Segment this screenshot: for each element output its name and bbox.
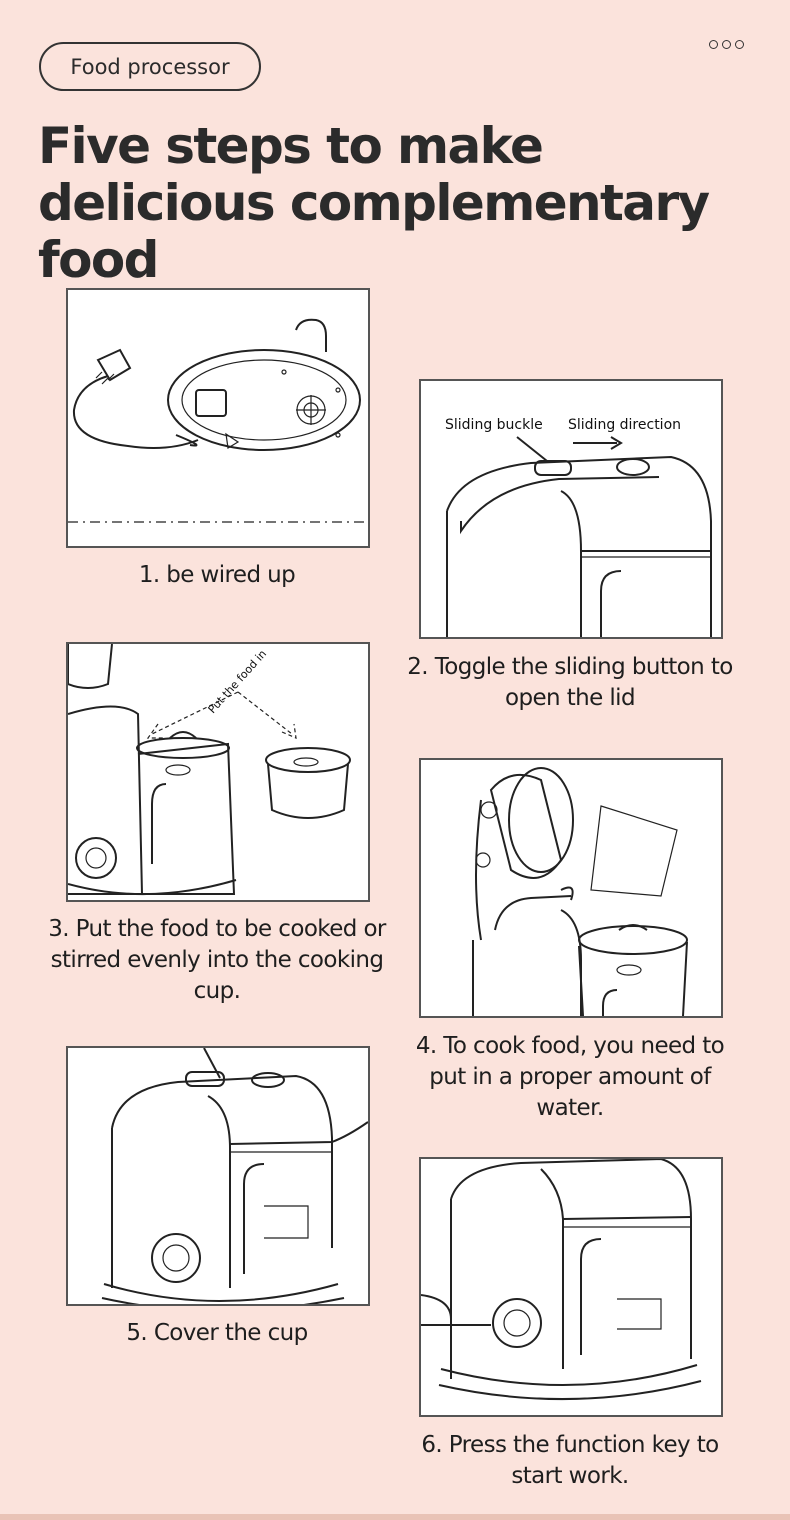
- step-6-illustration: [419, 1157, 723, 1417]
- step-3-illustration: Put the food in: [66, 642, 370, 902]
- category-tag-label: Food processor: [70, 54, 230, 79]
- step-2-illustration: Sliding buckle Sliding direction: [419, 379, 723, 639]
- step-5-caption: 5. Cover the cup: [126, 1320, 308, 1346]
- step-1-illustration: [66, 288, 370, 548]
- page-title: Five steps to make delicious complementa…: [38, 117, 710, 289]
- step-4-illustration: [419, 758, 723, 1018]
- more-options-icon[interactable]: [709, 40, 744, 49]
- put-food-in-label: Put the food in: [206, 647, 270, 716]
- dot: [735, 40, 744, 49]
- step-5-illustration: [66, 1046, 370, 1306]
- category-tag[interactable]: Food processor: [39, 42, 261, 91]
- sliding-direction-label: Sliding direction: [568, 417, 681, 433]
- bottom-divider: [0, 1514, 790, 1520]
- step-6-caption: 6. Press the function key to start work.: [421, 1432, 719, 1489]
- dot: [722, 40, 731, 49]
- step-2-caption: 2. Toggle the sliding button to open the…: [407, 654, 733, 711]
- sliding-buckle-label: Sliding buckle: [445, 417, 543, 433]
- dot: [709, 40, 718, 49]
- step-4-caption: 4. To cook food, you need to put in a pr…: [415, 1033, 725, 1121]
- step-3-caption: 3. Put the food to be cooked or stirred …: [48, 916, 386, 1004]
- step-1-caption: 1. be wired up: [138, 562, 296, 588]
